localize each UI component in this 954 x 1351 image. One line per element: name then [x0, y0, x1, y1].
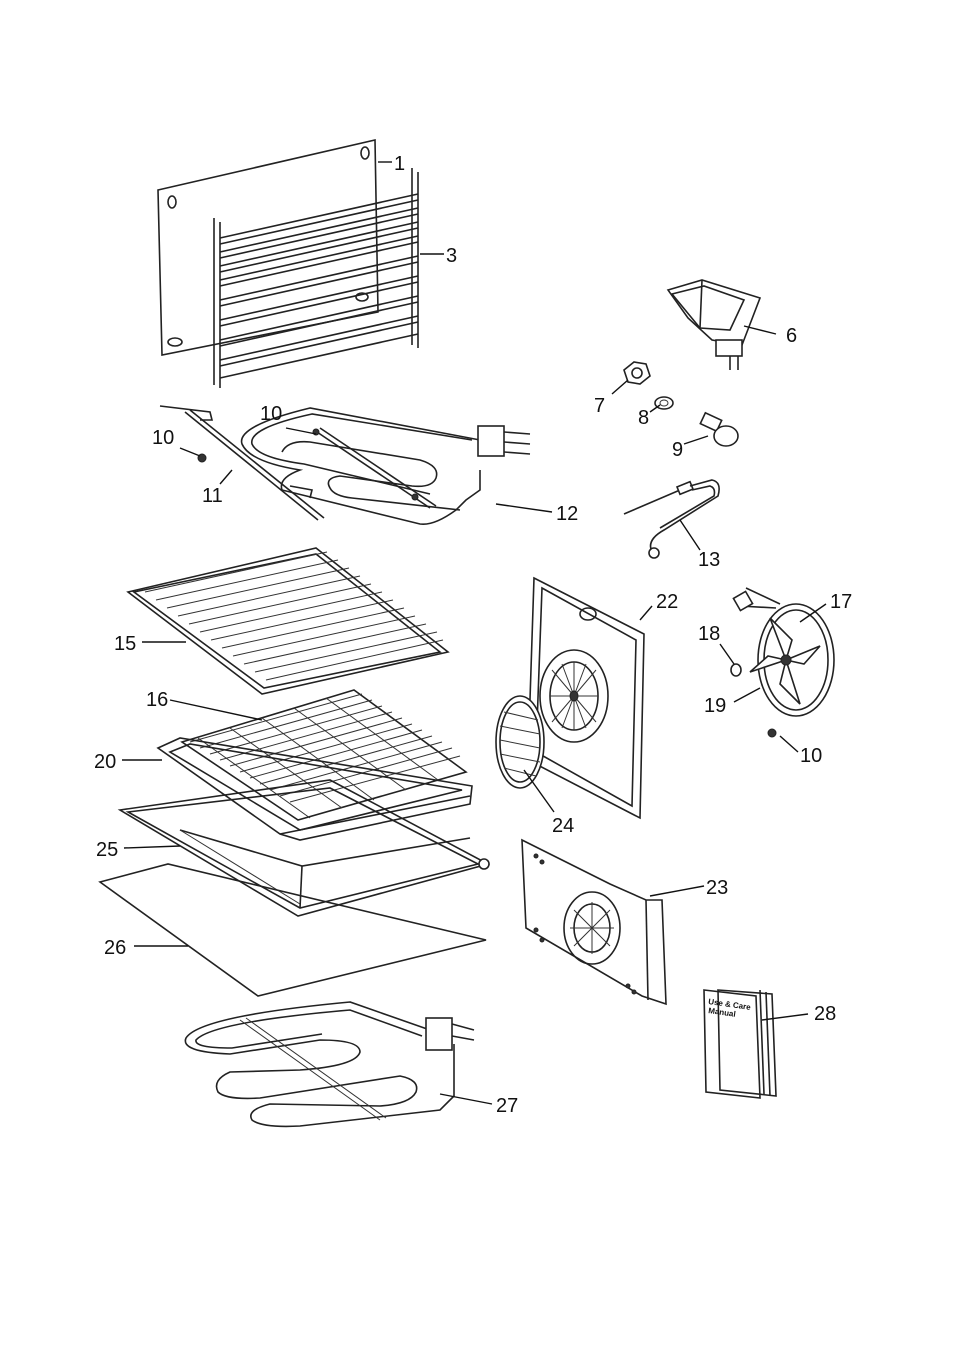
callout-15: 15: [114, 633, 136, 655]
part-13-thermostat-probe: [623, 479, 720, 559]
callout-22: 22: [656, 591, 678, 613]
part-10-screw-right: [767, 728, 777, 738]
part-26-floor-plate: [98, 863, 487, 997]
part-27-lower-element: [184, 1001, 475, 1128]
part-20-grill-pan: [156, 737, 473, 841]
callout-25: 25: [96, 839, 118, 861]
callout-labels: 1 3 6 7 8 9 10 10 10 11 12 13 15 16 17 1…: [94, 153, 852, 1117]
callout-3: 3: [446, 245, 457, 267]
callout-20: 20: [94, 751, 116, 773]
callout-17: 17: [830, 591, 852, 613]
callout-7: 7: [594, 395, 605, 417]
callout-27: 27: [496, 1095, 518, 1117]
callout-10-upper: 10: [260, 403, 282, 425]
part-16-grill-rack: [180, 689, 468, 821]
part-15-oven-shelf: [126, 547, 450, 695]
callout-1: 1: [394, 153, 405, 175]
callout-23: 23: [706, 877, 728, 899]
callout-19: 19: [704, 695, 726, 717]
callout-6: 6: [786, 325, 797, 347]
part-25-roasting-pan: [117, 779, 491, 917]
callout-24: 24: [552, 815, 574, 837]
callout-26: 26: [104, 937, 126, 959]
part-28-use-and-care-manual: [703, 989, 777, 1099]
part-7-nut: [623, 361, 651, 385]
part-19-fan-blade: [749, 617, 821, 705]
part-18-fan-nut: [730, 663, 742, 677]
part-23-fan-shroud: [521, 838, 667, 1006]
part-12-grill-element: [240, 407, 531, 526]
leader-lines: [122, 161, 827, 1105]
callout-13: 13: [698, 549, 720, 571]
part-3-shelf-rack: [213, 168, 419, 388]
callout-16: 16: [146, 689, 168, 711]
callout-28: 28: [814, 1003, 836, 1025]
callout-11: 11: [202, 485, 223, 507]
part-11-element-bracket: [159, 405, 325, 521]
callout-10-left: 10: [152, 427, 174, 449]
callout-8: 8: [638, 407, 649, 429]
callout-9: 9: [672, 439, 683, 461]
part-24-fan-grille: [495, 695, 545, 789]
part-9-lamp-bulb: [699, 411, 739, 447]
part-8-washer: [654, 396, 674, 410]
callout-18: 18: [698, 623, 720, 645]
callout-12: 12: [556, 503, 578, 525]
callout-10-right: 10: [800, 745, 822, 767]
part-22-fan-cover-panel: [527, 576, 645, 820]
manual-title-line2: Manual: [708, 1006, 737, 1019]
part-6-lamp-housing: [666, 279, 762, 370]
